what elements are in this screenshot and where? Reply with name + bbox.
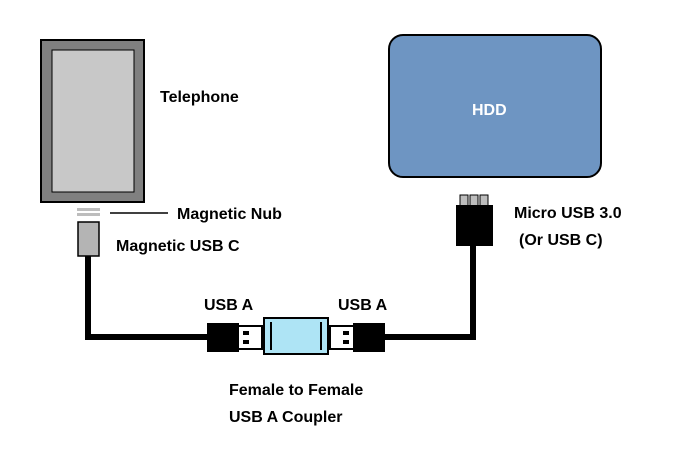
usb-a-coupler bbox=[263, 317, 329, 355]
usb-a-plug-right bbox=[329, 323, 385, 352]
right-cable bbox=[383, 244, 476, 340]
micro-usb-label-line1: Micro USB 3.0 bbox=[514, 205, 622, 222]
micro-usb-connector bbox=[456, 194, 493, 246]
magnetic-nub-label: Magnetic Nub bbox=[177, 206, 282, 223]
telephone-label: Telephone bbox=[160, 89, 239, 106]
micro-usb-label-line2: (Or USB C) bbox=[519, 232, 603, 249]
hdd-device bbox=[388, 34, 602, 178]
magnetic-usb-c-connector bbox=[77, 221, 100, 257]
hdd-label: HDD bbox=[472, 102, 507, 119]
telephone-device bbox=[40, 39, 145, 203]
magnetic-usb-c-label: Magnetic USB C bbox=[116, 238, 240, 255]
usb-a-left-label: USB A bbox=[204, 297, 254, 314]
coupler-label-line1: Female to Female bbox=[229, 382, 363, 399]
usb-a-right-label: USB A bbox=[338, 297, 388, 314]
usb-a-plug-left bbox=[207, 323, 263, 352]
coupler-label-line2: USB A Coupler bbox=[229, 409, 342, 426]
telephone-screen bbox=[51, 49, 135, 193]
magnetic-nub bbox=[77, 208, 100, 216]
left-cable bbox=[85, 256, 213, 340]
